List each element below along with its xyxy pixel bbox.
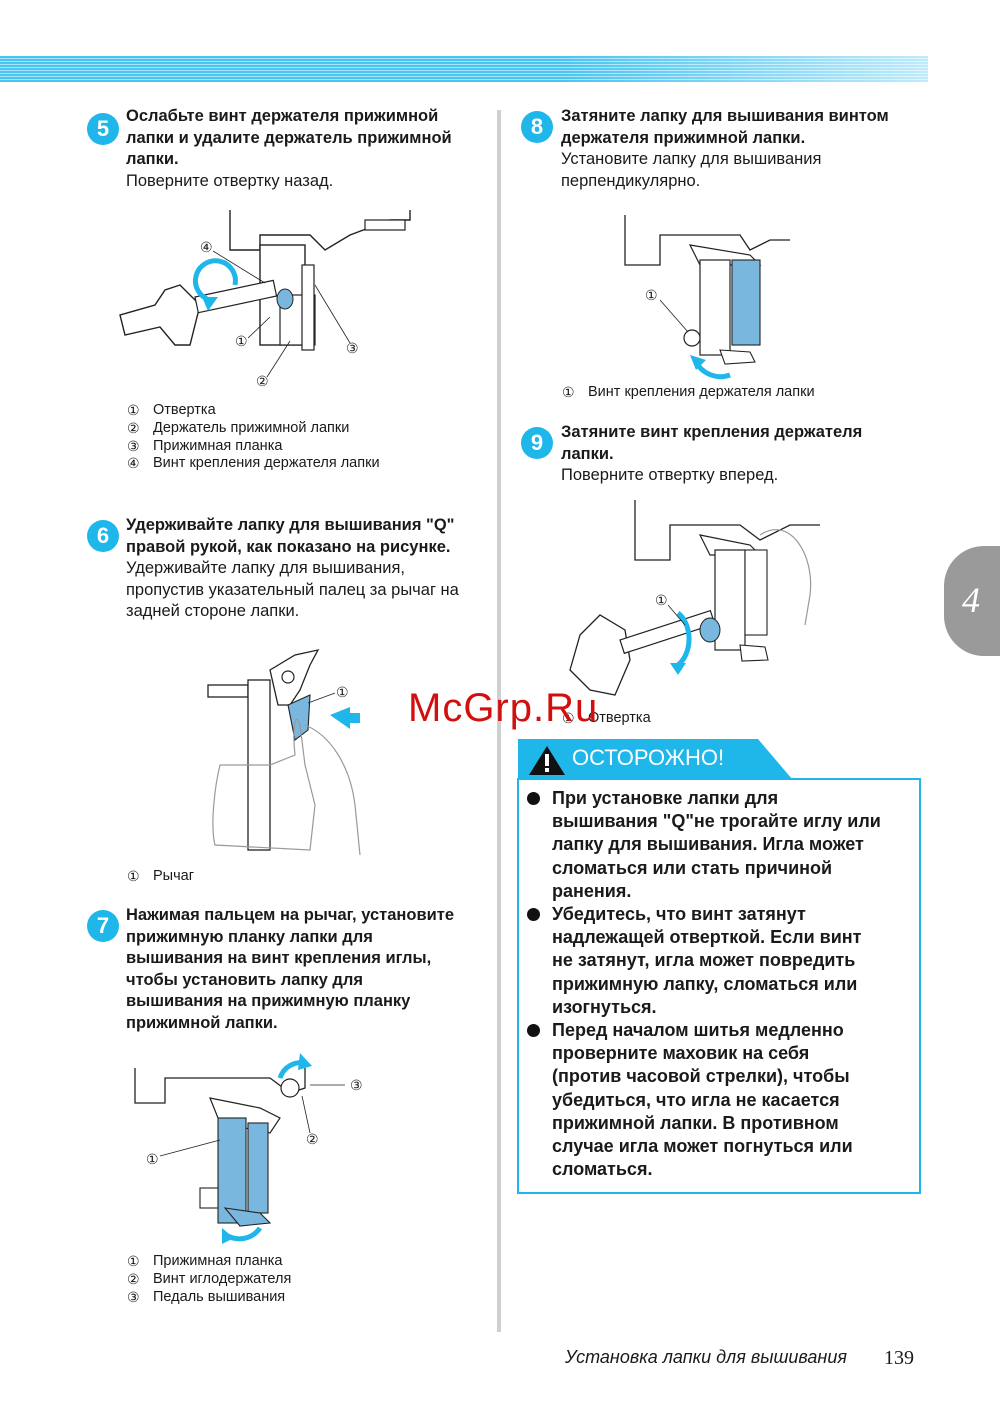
caution-box (517, 778, 921, 1194)
callout-1: ① (146, 1151, 159, 1167)
step-8-number: 8 (521, 111, 553, 143)
step-6-instructions: Удерживайте лапку для вышивания "Q" прав… (126, 515, 491, 623)
callout-4: ④ (200, 239, 213, 255)
column-divider (497, 110, 501, 1332)
step-9-illustration: ① (569, 500, 820, 696)
warning-triangle-icon (529, 746, 565, 775)
bullet-dot-icon (527, 1024, 540, 1037)
step-7-illustration: ③ ② ① (134, 1053, 363, 1244)
callout-1: ① (645, 287, 658, 303)
step-6-number: 6 (87, 520, 119, 552)
step-6-text: Удерживайте лапку для вышивания, пропуст… (126, 559, 459, 620)
bullet-dot-icon (527, 908, 540, 921)
step-8-instructions: Затяните лапку для вышивания винтом держ… (561, 106, 921, 192)
caution-bullet: Перед началом шитья медленно проверните … (527, 1019, 907, 1181)
callout-1: ① (655, 592, 668, 608)
page-number: 139 (884, 1347, 914, 1369)
caution-title: ОСТОРОЖНО! (572, 745, 725, 770)
step-5-number: 5 (87, 113, 119, 145)
step-8-text: Установите лапку для вышивания перпендик… (561, 150, 822, 190)
step-5-text: Поверните отвертку назад. (126, 171, 334, 190)
callout-3: ③ (350, 1077, 363, 1093)
step-6-illustration: ① (207, 649, 361, 856)
step-6-heading: Удерживайте лапку для вышивания "Q" прав… (126, 516, 455, 556)
step-9-heading: Затяните винт крепления держателя лапки. (561, 423, 863, 463)
step-8-heading: Затяните лапку для вышивания винтом держ… (561, 107, 889, 147)
step-8-illustration: ① (624, 215, 790, 380)
footer-section-title: Установка лапки для вышивания (565, 1347, 847, 1367)
step-7-number: 7 (87, 910, 119, 942)
caution-bullet: Убедитесь, что винт затянут надлежащей о… (527, 903, 907, 1019)
step-9-instructions: Затяните винт крепления держателя лапки.… (561, 422, 921, 487)
callout-2: ② (306, 1131, 319, 1147)
step-5-illustration: ④ ① ② ③ (119, 210, 411, 389)
caution-bullet: При установке лапки для вышивания "Q"не … (527, 787, 907, 903)
step-5-heading: Ослабьте винт держателя прижимной лапки … (126, 107, 452, 168)
chapter-tab: 4 (944, 546, 1000, 656)
step-7-instructions: Нажимая пальцем на рычаг, установите при… (126, 905, 491, 1034)
caution-header-bar (518, 739, 792, 779)
bullet-dot-icon (527, 792, 540, 805)
header-stripe-fade (0, 56, 928, 82)
callout-3: ③ (346, 340, 359, 356)
step-9-number: 9 (521, 427, 553, 459)
watermark: McGrp.Ru (408, 686, 599, 730)
step-7-heading: Нажимая пальцем на рычаг, установите при… (126, 906, 455, 1032)
step-9-text: Поверните отвертку вперед. (561, 466, 779, 484)
step-5-instructions: Ослабьте винт держателя прижимной лапки … (126, 106, 486, 192)
callout-1: ① (235, 333, 248, 349)
callout-2: ② (256, 373, 269, 389)
callout-1: ① (336, 684, 349, 700)
